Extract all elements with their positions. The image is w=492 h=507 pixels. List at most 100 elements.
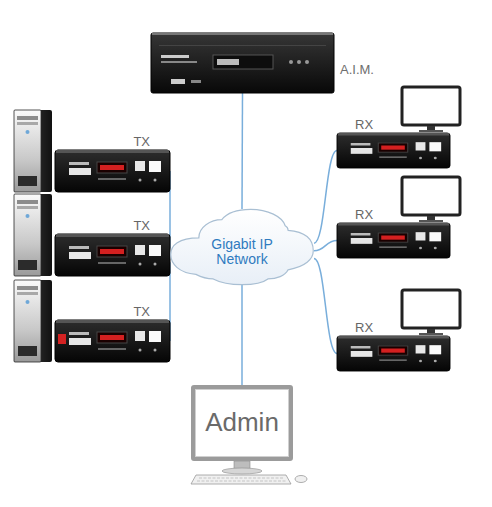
indicator-strip <box>379 156 407 158</box>
monitor-screen <box>402 87 460 125</box>
mouse <box>295 476 307 483</box>
port <box>429 232 441 241</box>
brand-logo <box>351 238 373 244</box>
device-label: TX <box>133 135 150 149</box>
status-display <box>213 55 273 69</box>
led <box>419 157 422 160</box>
aim-server-outline <box>151 33 334 93</box>
network-cable <box>241 285 243 385</box>
indicator-strip <box>379 359 407 361</box>
brand-mark <box>69 332 89 335</box>
drive-bay <box>17 200 38 204</box>
admin-monitor: Admin <box>191 385 293 461</box>
brand-logo <box>69 168 91 175</box>
monitor-base <box>419 130 443 132</box>
power-light <box>26 130 30 134</box>
top-edge <box>56 150 169 153</box>
brand-mark <box>191 80 201 83</box>
led <box>305 60 309 64</box>
tower-pc <box>14 194 52 276</box>
brand-mark <box>351 143 371 146</box>
top-edge <box>56 234 169 237</box>
receiver-box-outline <box>337 133 450 168</box>
device-body <box>151 33 334 93</box>
device-body <box>337 223 450 258</box>
top-edge <box>338 336 449 339</box>
monitor-screen <box>402 290 460 328</box>
indicator-strip <box>98 348 126 350</box>
indicator-strip <box>98 262 126 264</box>
tower-side <box>14 280 52 362</box>
tower-front <box>14 110 41 192</box>
led <box>434 247 437 250</box>
tower-front <box>14 194 41 276</box>
keyboard <box>191 475 291 484</box>
receiver-box: RX <box>337 133 450 168</box>
tower-vent <box>18 176 37 186</box>
brand-mark <box>69 162 89 165</box>
led <box>434 360 437 363</box>
badge <box>135 161 145 171</box>
power-light <box>26 300 30 304</box>
led <box>154 179 157 182</box>
device-label: TX <box>133 219 150 233</box>
drive-bay <box>17 286 38 290</box>
transmitter-box-outline <box>55 234 170 276</box>
status-display <box>97 162 127 173</box>
brand-logo <box>69 252 91 259</box>
transmitter-box-outline <box>55 150 170 192</box>
led <box>297 60 301 64</box>
tower-pc <box>14 280 52 362</box>
indicator-strip <box>98 178 126 180</box>
led <box>154 263 157 266</box>
brand-logo <box>351 148 373 154</box>
led <box>139 263 142 266</box>
display-digits <box>381 236 405 240</box>
tower-side <box>14 194 52 276</box>
brand-logo <box>351 351 373 357</box>
device-body <box>55 234 170 276</box>
status-display <box>378 233 407 242</box>
badge <box>416 232 426 240</box>
device-label: RX <box>355 118 373 132</box>
network-cable <box>314 151 337 244</box>
keyboard-keys <box>197 478 287 481</box>
transmitter-box: TX <box>55 150 170 192</box>
badge <box>135 331 145 341</box>
badge <box>416 345 426 353</box>
device-label: RX <box>355 321 373 335</box>
monitor <box>402 290 460 335</box>
brand-mark <box>351 233 371 236</box>
top-edge <box>338 133 449 136</box>
transmitter-box: TX <box>55 320 170 362</box>
display-digits <box>100 249 124 254</box>
monitor <box>402 177 460 222</box>
led <box>154 349 157 352</box>
status-display <box>97 246 127 257</box>
device-body <box>337 133 450 168</box>
transmitter-box-outline <box>55 320 170 362</box>
network-cable <box>314 258 337 353</box>
monitor-screen <box>402 177 460 215</box>
badge <box>416 142 426 150</box>
monitor-base <box>419 333 443 335</box>
display-digits <box>381 146 405 150</box>
panel-line <box>159 45 326 46</box>
drive-bay <box>17 206 38 209</box>
top-edge <box>338 223 449 226</box>
tower-front <box>14 280 41 362</box>
tower-side <box>14 110 52 192</box>
port <box>429 142 441 151</box>
device-body <box>337 336 450 371</box>
led <box>289 60 293 64</box>
display-digits <box>217 59 239 65</box>
transmitter-box: TX <box>55 234 170 276</box>
power-light <box>26 214 30 218</box>
port <box>429 345 441 354</box>
device-body <box>55 150 170 192</box>
led <box>419 360 422 363</box>
receiver-box: RX <box>337 223 450 258</box>
cloud-outline <box>171 209 314 284</box>
led <box>434 157 437 160</box>
port <box>149 161 161 172</box>
